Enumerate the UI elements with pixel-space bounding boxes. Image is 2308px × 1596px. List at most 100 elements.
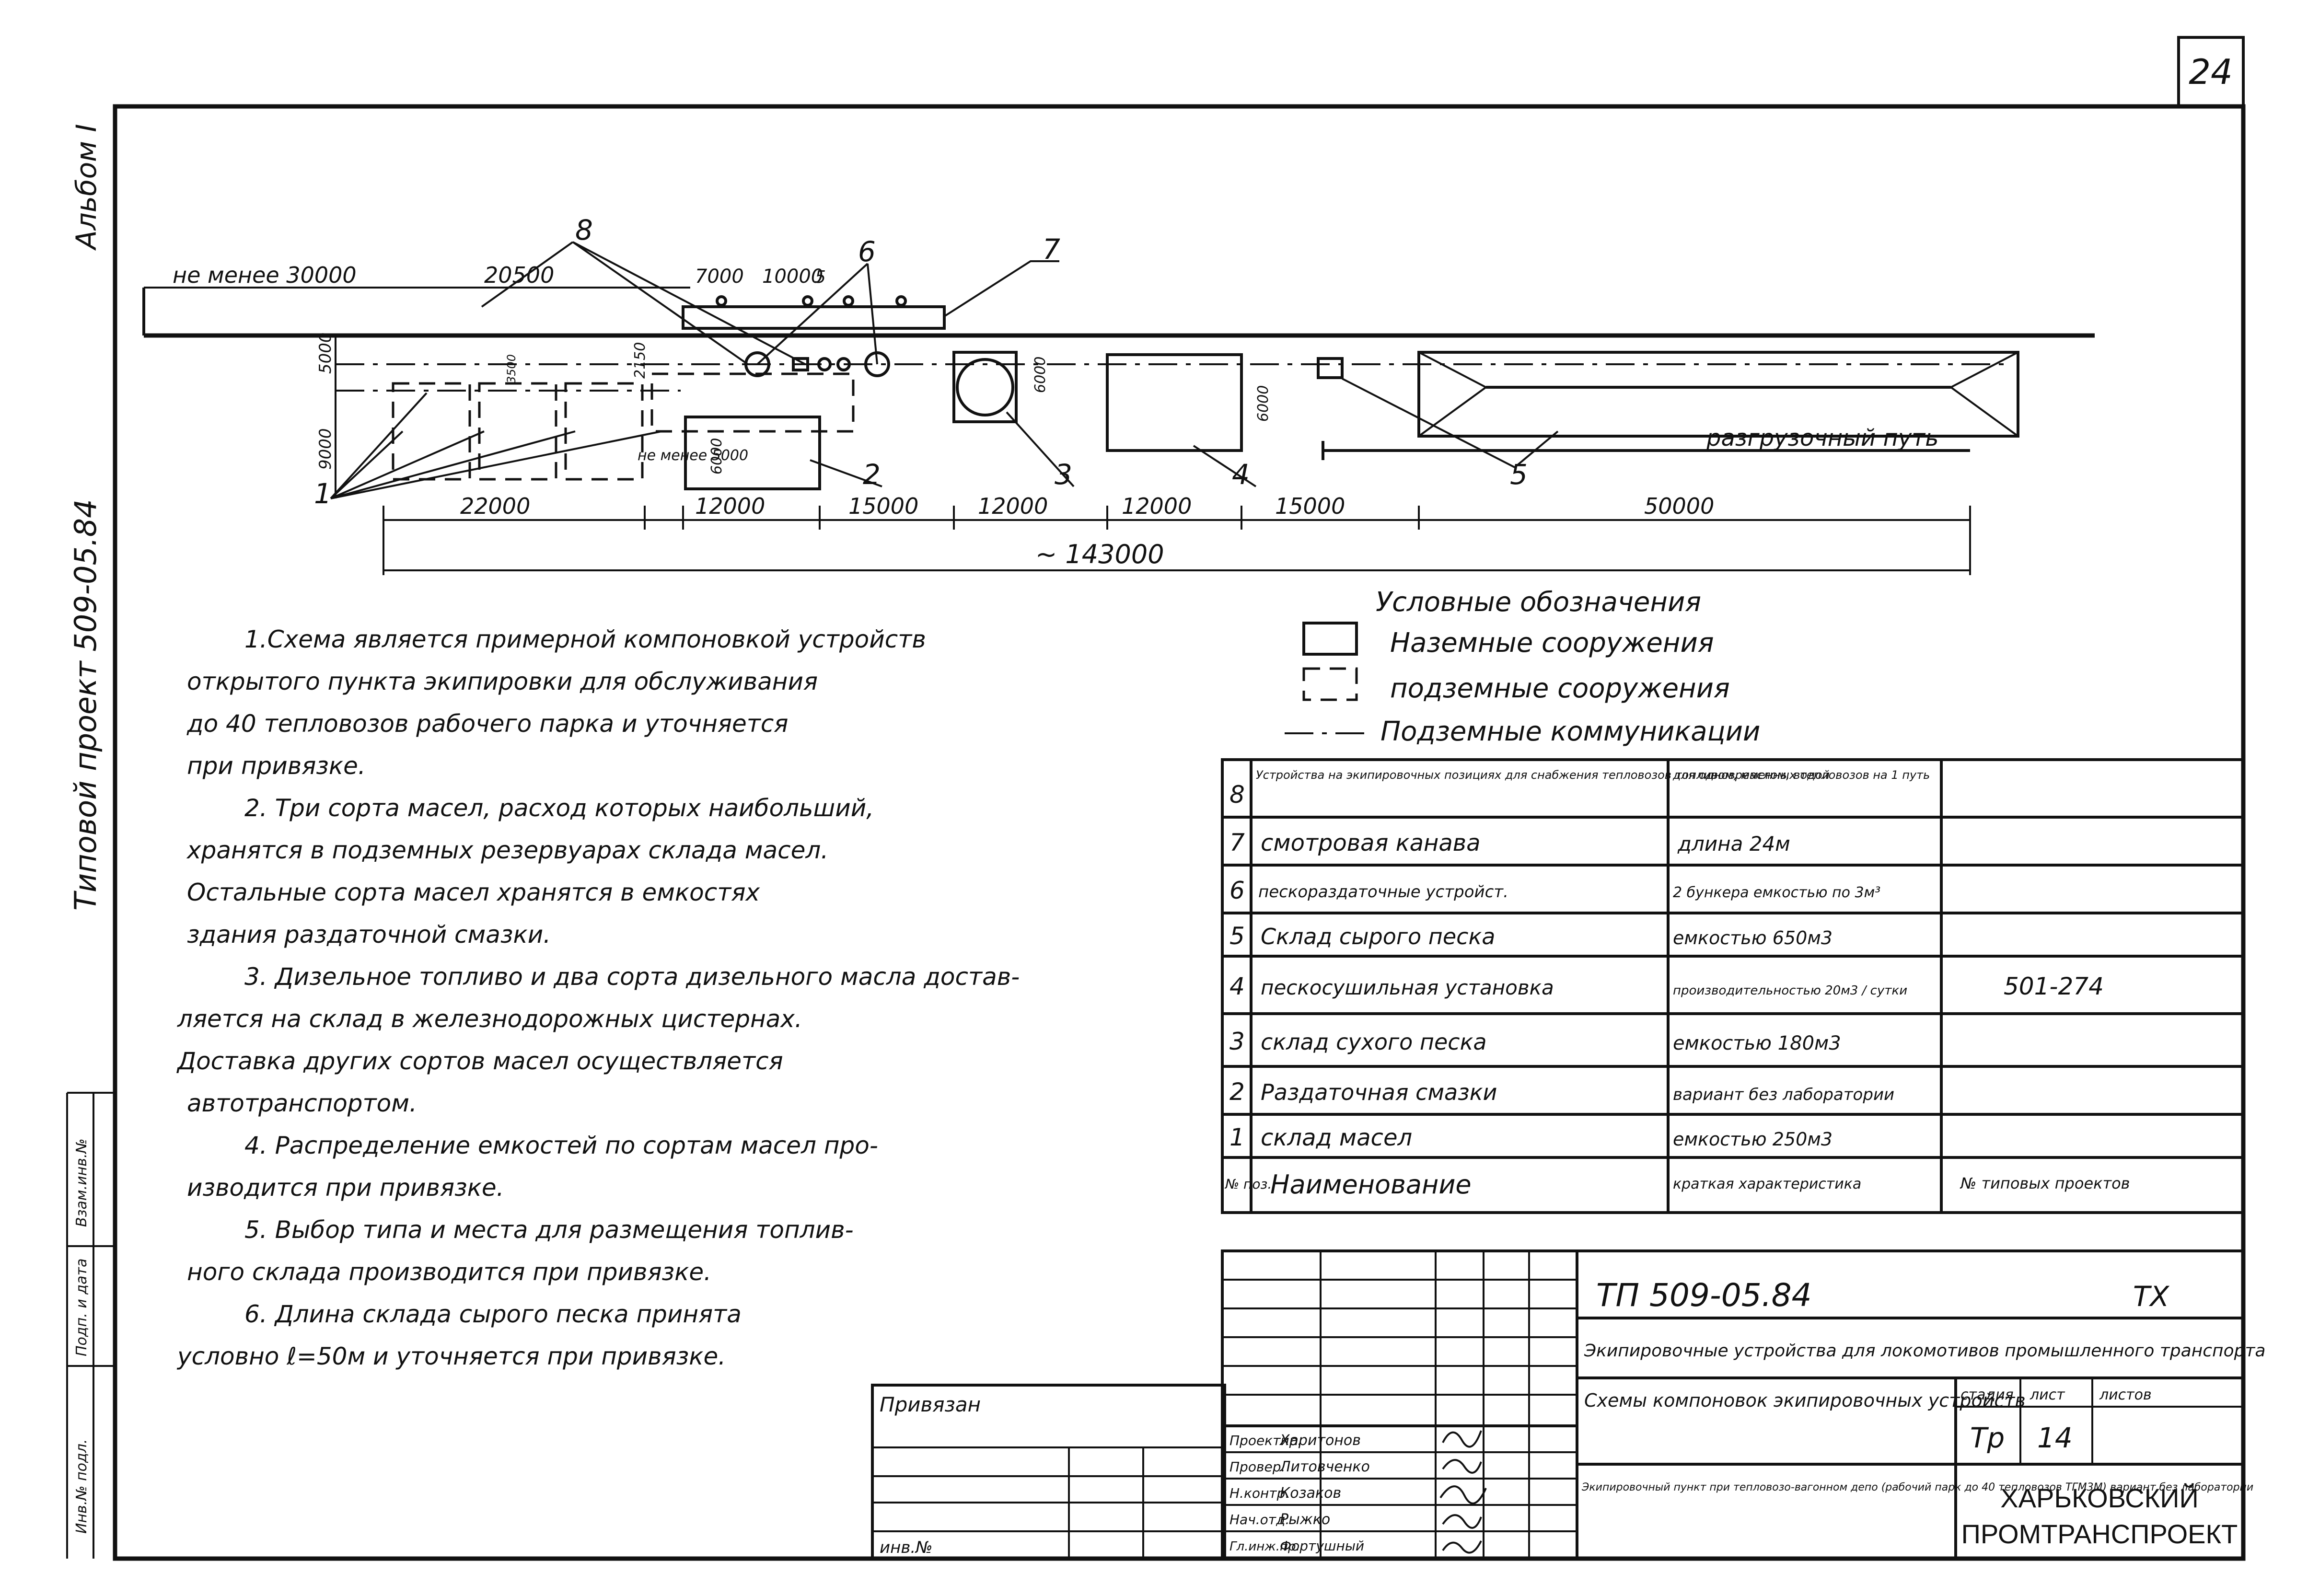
- dim-12000-a: 12000: [695, 493, 765, 519]
- note-line: Остальные сорта масел хранятся в емкостя…: [187, 879, 760, 906]
- legend-label-underground: подземные сооружения: [1390, 673, 1730, 704]
- dim-22000: 22000: [460, 493, 530, 519]
- company-line-2: ПРОМТРАНСПРОЕКТ: [1961, 1519, 2238, 1549]
- sig-name-5: Фортушный: [1280, 1538, 1364, 1554]
- callout-8: 8: [575, 214, 593, 246]
- note-line: 6. Длина склада сырого песка принята: [244, 1300, 742, 1328]
- album-label: Альбом I: [70, 124, 103, 251]
- row7-pos: 7: [1229, 829, 1245, 856]
- doc-section: ТХ: [2133, 1280, 2169, 1313]
- row4-project: 501-274: [2004, 972, 2104, 1000]
- row7-brief: длина 24м: [1677, 832, 1790, 856]
- row3-pos: 3: [1229, 1028, 1245, 1055]
- note-line: здания раздаточной смазки.: [187, 921, 551, 948]
- row8-brief: для одновременных тепловозов на 1 путь: [1672, 768, 1930, 782]
- sig-name-2: Литовченко: [1279, 1458, 1370, 1475]
- callout-3: 3: [1055, 458, 1072, 491]
- dim-20500: 20500: [484, 262, 554, 288]
- callout-4: 4: [1232, 458, 1250, 491]
- row3-brief: емкостью 180м3: [1673, 1032, 1841, 1054]
- dim-15000-a: 15000: [848, 493, 918, 519]
- legend: Условные обозначения Наземные сооружения…: [1285, 587, 1760, 747]
- note-line: условно ℓ=50м и уточняется при привязке.: [177, 1342, 726, 1370]
- legend-solid-rect: [1302, 622, 1358, 656]
- dim-6000-b: 6000: [1032, 357, 1049, 393]
- dim-12000-b: 12000: [978, 493, 1048, 519]
- row4-pos: 4: [1229, 972, 1245, 1000]
- stamp-sign-date: Подп. и дата: [73, 1259, 90, 1356]
- spec-table: 8 Устройства на экипировочных позициях д…: [1221, 758, 2245, 1214]
- dim-6000-c: 6000: [1255, 385, 1272, 422]
- page-number: 24: [2189, 52, 2233, 92]
- signature-scribble: [1442, 1430, 1482, 1448]
- drawing-title: Схемы компоновок экипировочных устройств: [1584, 1390, 2026, 1411]
- project-title: Экипировочные устройства для локомотивов…: [1584, 1341, 2265, 1361]
- sand-drying-unit: [1106, 353, 1243, 452]
- row6-pos: 6: [1229, 877, 1245, 904]
- dim-7000: 7000: [695, 266, 744, 288]
- sheet-label: лист: [2030, 1387, 2065, 1403]
- title-block: ТП 509-05.84 ТХ Экипировочные устройства…: [871, 1249, 2265, 1560]
- dry-sand-store: [952, 351, 1018, 423]
- note-line: 1.Схема является примерной компоновкой у…: [244, 625, 926, 653]
- dim-6000-a: 6000: [708, 438, 725, 474]
- note-line: Доставка других сортов масел осуществляе…: [177, 1047, 783, 1075]
- dim-total: ~ 143000: [1035, 539, 1164, 569]
- sig-role-1: Проектир.: [1229, 1433, 1302, 1448]
- note-line: изводится при привязке.: [187, 1174, 504, 1202]
- dim-3500: 3500: [505, 354, 518, 383]
- company-line-1: ХАРЬКОВСКИЙ: [2000, 1483, 2198, 1513]
- note-line: до 40 тепловозов рабочего парка и уточня…: [187, 710, 789, 738]
- oil-tank: [392, 382, 471, 481]
- callout-6: 6: [858, 235, 876, 268]
- row5-brief: емкостью 650м3: [1673, 927, 1832, 948]
- row2-name: Раздаточная смазки: [1261, 1079, 1497, 1105]
- sig-name-1: Харитонов: [1279, 1432, 1361, 1449]
- stage-label: стадия: [1960, 1387, 2014, 1403]
- sig-role-4: Нач.отд.: [1229, 1512, 1289, 1527]
- row8-pos: 8: [1229, 781, 1245, 809]
- note-line: ного склада производится при привязке.: [187, 1258, 711, 1286]
- side-project-label: Типовой проект 509-05.84: [68, 499, 103, 911]
- note-line: 4. Распределение емкостей по сортам масе…: [244, 1132, 878, 1159]
- header-projects: № типовых проектов: [1960, 1174, 2130, 1192]
- note-line: открытого пункта экипировки для обслужив…: [187, 668, 818, 695]
- tied-label: Привязан: [880, 1393, 981, 1416]
- stamp-replace-inv: Взам.инв.№: [73, 1138, 90, 1227]
- sig-name-3: Козаков: [1280, 1485, 1341, 1502]
- page-number-box: [2177, 36, 2245, 108]
- callout-1: 1: [314, 477, 332, 510]
- stamp-inv-original: Инв.№ подл.: [73, 1439, 90, 1534]
- note-line: при привязке.: [187, 752, 366, 780]
- header-brief: краткая характеристика: [1673, 1176, 1861, 1192]
- row8-name: Устройства на экипировочных позициях для…: [1256, 768, 1830, 782]
- row4-brief: производительностью 20м3 / сутки: [1673, 983, 1907, 998]
- note-line: автотранспортом.: [187, 1089, 417, 1117]
- sig-role-3: Н.контр.: [1229, 1485, 1289, 1501]
- header-pos: № поз.: [1224, 1176, 1272, 1192]
- dim-50000: 50000: [1644, 493, 1714, 519]
- row1-brief: емкостью 250м3: [1673, 1129, 1832, 1150]
- row1-name: склад масел: [1261, 1124, 1412, 1151]
- inspection-pit: [682, 305, 946, 330]
- legend-dashed-rect: [1302, 667, 1358, 701]
- doc-code: ТП 509-05.84: [1596, 1277, 1812, 1314]
- oil-depot: [684, 416, 821, 490]
- dim-15000-b: 15000: [1275, 493, 1345, 519]
- dim-9000: 9000: [316, 428, 335, 470]
- legend-label-communications: Подземные коммуникации: [1380, 716, 1760, 747]
- dim-5: 5: [815, 267, 826, 287]
- row4-name: пескосушильная установка: [1261, 976, 1554, 999]
- dim-5000-side: 5000: [316, 332, 335, 374]
- row3-name: склад сухого песка: [1261, 1029, 1487, 1055]
- note-line: хранятся в подземных резервуарах склада …: [187, 836, 829, 864]
- note-line: 2. Три сорта масел, расход которых наибо…: [244, 794, 874, 822]
- row2-brief: вариант без лаборатории: [1673, 1085, 1894, 1104]
- stage-value: Тр: [1970, 1422, 2005, 1454]
- row1-pos: 1: [1229, 1123, 1245, 1151]
- raw-sand-store: [1417, 351, 2019, 438]
- row6-brief: 2 бункера емкостью по 3м³: [1673, 884, 1880, 901]
- sheet-value: 14: [2037, 1422, 2073, 1454]
- sig-role-2: Провер.: [1229, 1459, 1285, 1475]
- note-line: 3. Дизельное топливо и два сорта дизельн…: [244, 963, 1020, 991]
